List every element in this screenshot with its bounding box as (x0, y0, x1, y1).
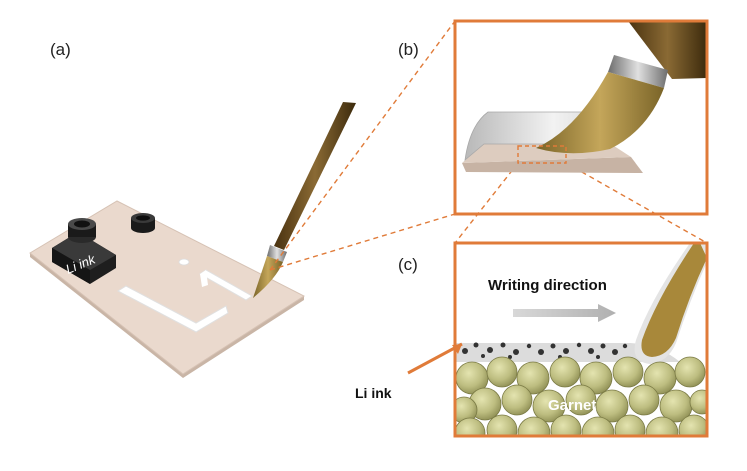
written-stroke (116, 258, 253, 333)
panel-c-frame (453, 241, 709, 438)
panel-b-content (462, 21, 707, 173)
panel-c-content (455, 243, 707, 436)
panel-label-b: (b) (398, 40, 419, 59)
brush-ferrule-b (608, 55, 668, 88)
brush-a (253, 102, 356, 298)
li-particles (462, 342, 628, 359)
garnet-grains (455, 356, 707, 436)
bottle-cap (131, 213, 155, 233)
brush-tip-b (536, 72, 664, 154)
substrate-plate (29, 200, 306, 378)
brush-tip-c (641, 243, 707, 357)
zoom-lines (269, 20, 708, 271)
garnet-label: Garnet (548, 397, 596, 414)
panel-label-a: (a) (50, 40, 71, 59)
panel-label-c: (c) (398, 255, 418, 274)
brush-handle-b (628, 21, 707, 79)
writing-direction-label: Writing direction (488, 277, 607, 294)
li-ink-label: Li ink (355, 385, 392, 401)
li-ink-pointer (407, 342, 463, 375)
zoom-box (517, 145, 567, 164)
writing-direction-arrow (513, 304, 616, 322)
li-ink-pointer-head (452, 344, 462, 354)
ink-bottle (52, 218, 116, 284)
panel-b-frame (453, 19, 709, 216)
ink-dot (178, 258, 190, 266)
